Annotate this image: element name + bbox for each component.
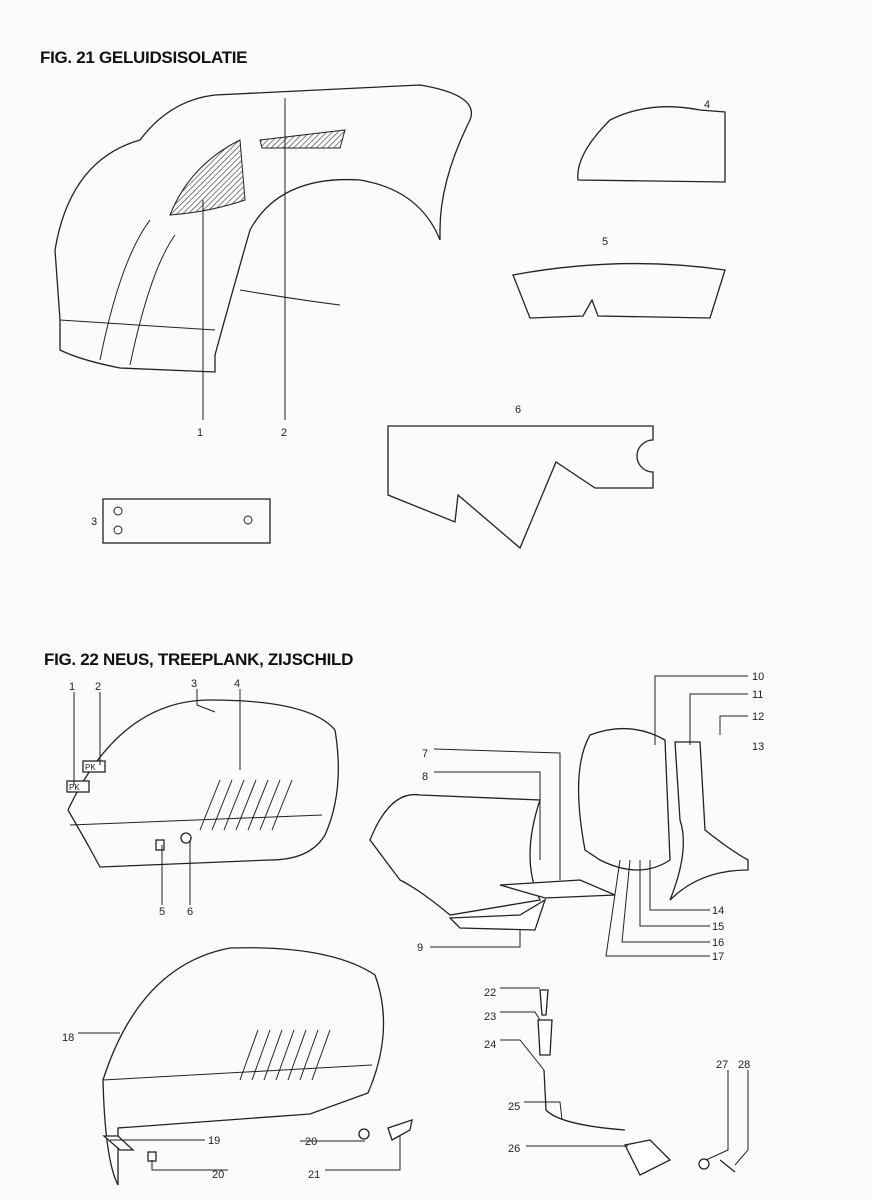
callout-6: 6 (515, 404, 521, 416)
callout-21: 21 (308, 1169, 320, 1181)
fig21-title: FIG. 21 GELUIDSISOLATIE (40, 48, 248, 67)
callout-6: 6 (187, 906, 193, 918)
callout-28: 28 (738, 1059, 750, 1071)
insulation-piece-1 (169, 139, 246, 216)
insulation-piece-3 (102, 498, 271, 544)
side-panel-bottom (102, 947, 385, 1186)
badge-pk-1: PK (69, 783, 80, 792)
callout-2: 2 (95, 681, 101, 693)
callout-3: 3 (191, 678, 197, 690)
badge-pk-2: PK (85, 763, 96, 772)
callout-5: 5 (159, 906, 165, 918)
insulation-piece-6 (387, 425, 654, 550)
fig22-title: FIG. 22 NEUS, TREEPLANK, ZIJSCHILD (44, 650, 354, 669)
callout-24: 24 (484, 1039, 496, 1051)
callout-25: 25 (508, 1101, 520, 1113)
callout-9: 9 (417, 942, 423, 954)
callout-22: 22 (484, 987, 496, 999)
callout-17: 17 (712, 951, 724, 963)
callout-1: 1 (69, 681, 75, 693)
callout-18: 18 (62, 1032, 74, 1044)
callout-8: 8 (422, 771, 428, 783)
side-panel-with-vents: PK PK (66, 699, 339, 868)
callout-20a: 20 (305, 1136, 317, 1148)
fig22-callouts: 1 2 3 4 5 6 7 8 9 10 11 12 13 14 15 16 1… (62, 671, 764, 1181)
insulation-piece-4 (577, 106, 726, 183)
callout-19: 19 (208, 1135, 220, 1147)
callout-4: 4 (704, 99, 710, 111)
callout-14: 14 (712, 905, 724, 917)
callout-3: 3 (91, 516, 97, 528)
callout-5: 5 (602, 236, 608, 248)
callout-11: 11 (752, 689, 763, 701)
callout-7: 7 (422, 748, 428, 760)
insulation-piece-2 (259, 129, 346, 149)
callout-23: 23 (484, 1011, 496, 1023)
callout-20b: 20 (212, 1169, 224, 1181)
callout-12: 12 (752, 711, 764, 723)
leg-shield-assembly (369, 727, 749, 931)
callout-16: 16 (712, 937, 724, 949)
insulation-piece-5 (512, 262, 726, 319)
callout-15: 15 (712, 921, 724, 933)
small-parts (102, 989, 736, 1176)
callout-10: 10 (752, 671, 764, 683)
fig21-body-shell (54, 84, 473, 373)
callout-13: 13 (752, 741, 764, 753)
callout-27: 27 (716, 1059, 728, 1071)
callout-26: 26 (508, 1143, 520, 1155)
fig22-leader-lines (73, 675, 749, 1171)
fig21-callouts: 1 2 3 4 5 6 (91, 99, 710, 528)
callout-1: 1 (197, 427, 203, 439)
callout-2: 2 (281, 427, 287, 439)
callout-4: 4 (234, 678, 240, 690)
